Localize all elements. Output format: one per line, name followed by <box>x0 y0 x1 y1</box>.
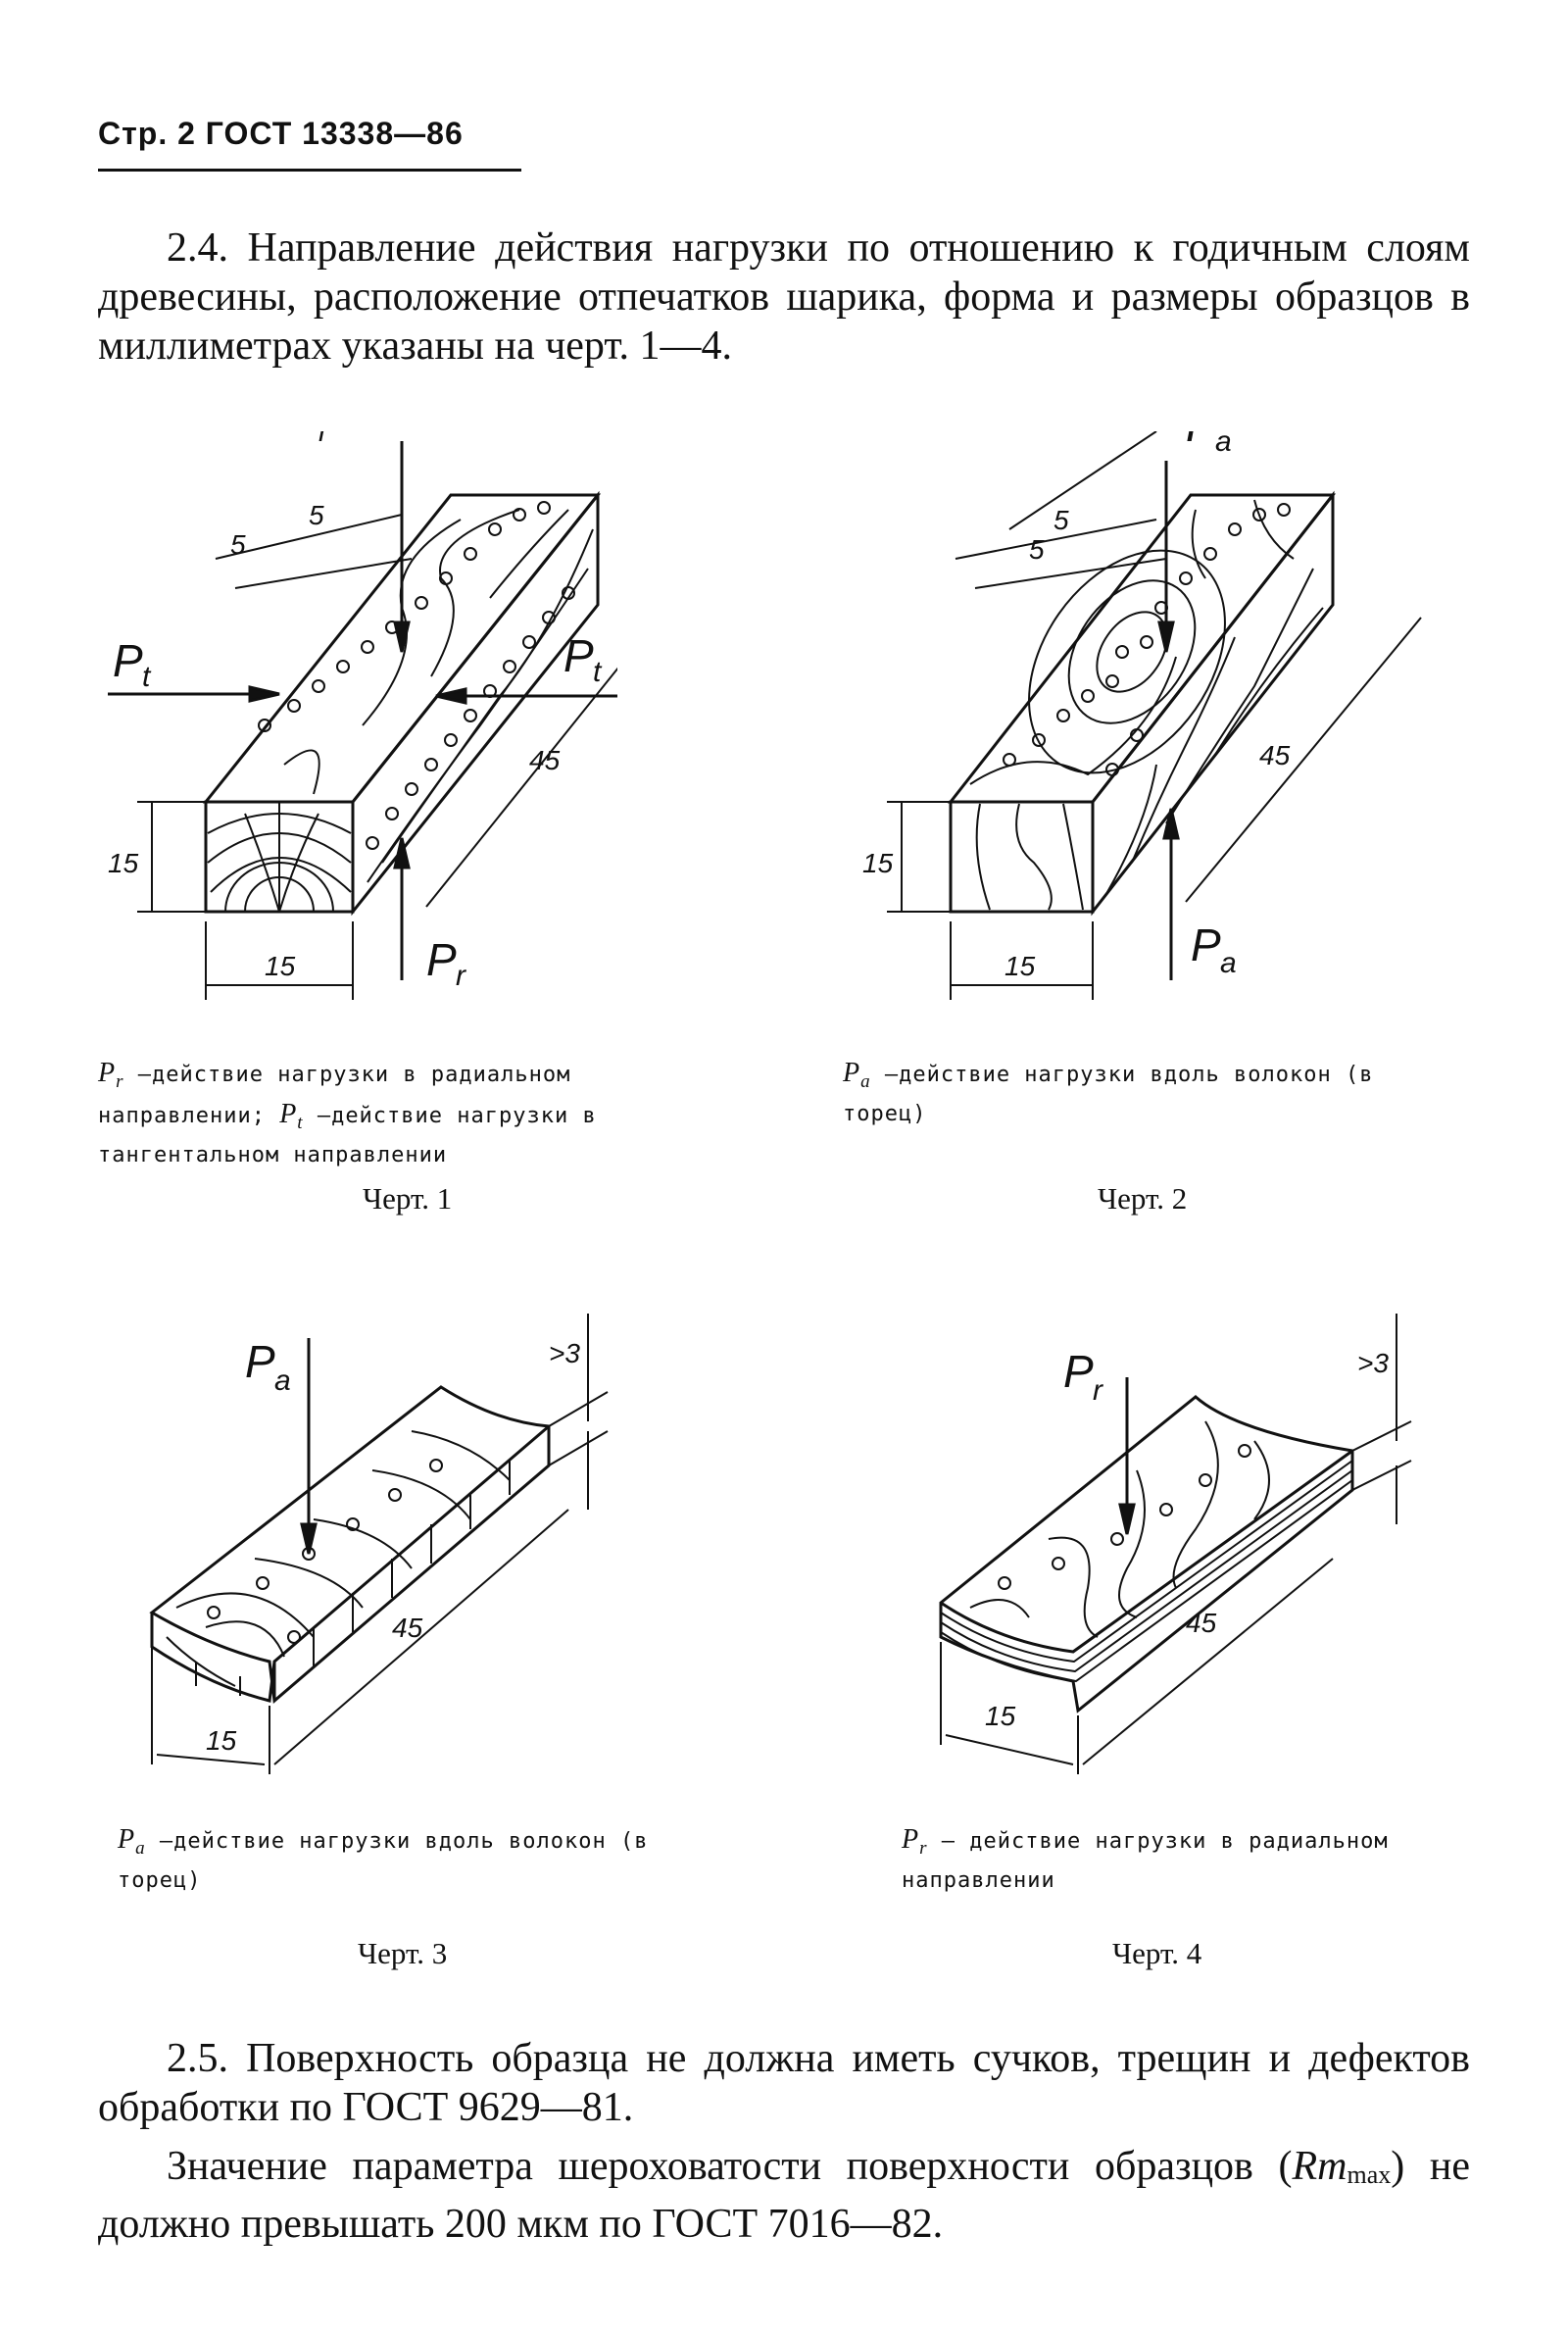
fig3-dimensions <box>151 1314 609 1774</box>
fig2-dimensions <box>887 431 1422 1000</box>
fig4-dim-width: 15 <box>985 1701 1016 1731</box>
figure-4-caption: Pr — действие нагрузки в радиальном напр… <box>902 1824 1389 1893</box>
fig3-front-edge <box>150 1613 276 1703</box>
fig4-arrows <box>1118 1377 1136 1535</box>
fig4-dim-length: 45 <box>1186 1608 1217 1638</box>
figure-1: P r P r P t P t 5 5 15 15 45 <box>108 431 617 1019</box>
paragraph-2-5-text: 2.5. Поверхность образца не должна иметь… <box>98 2036 1470 2130</box>
page-header: Стр. 2 ГОСТ 13338—86 <box>98 116 464 151</box>
fig4-layers <box>940 1460 1353 1683</box>
fig3-label-pa-sub: a <box>274 1365 291 1397</box>
fig1-label-pt-left-sub: t <box>142 661 152 693</box>
paragraph-2-4-text: 2.4. Направление действия нагрузки по от… <box>98 225 1470 369</box>
fig2-end-face <box>949 800 1095 914</box>
fig2-side-grain <box>1106 568 1324 893</box>
figure-3: P a >3 15 45 <box>118 1314 647 1804</box>
figure-3-caption: Pa —действие нагрузки вдоль волокон (в т… <box>118 1824 649 1893</box>
fig2-label-pa-bottom-sub: a <box>1220 947 1237 979</box>
fig1-dim-length: 45 <box>529 745 561 775</box>
fig2-dents <box>1003 503 1291 776</box>
fig1-dim-width: 15 <box>265 951 296 981</box>
fig1-dents <box>258 501 575 850</box>
fig3-arrows <box>300 1338 318 1555</box>
fig1-dim-b: 5 <box>309 500 324 530</box>
fig1-label-pr-bottom: P <box>426 934 457 985</box>
header-rule <box>98 169 521 172</box>
fig1-side-face <box>351 490 600 917</box>
figure-4: P r >3 15 45 <box>902 1314 1431 1804</box>
figure-1-caption: Pr —действие нагрузки в радиальном напра… <box>98 1058 597 1167</box>
rm-symbol: Rm <box>1292 2144 1348 2189</box>
fig1-label-pt-right: P <box>564 630 594 681</box>
figure-3-drawing: P a >3 15 45 <box>149 1314 609 1774</box>
fig1-dimensions <box>137 514 617 1000</box>
figure-2-drawing: P a P a 5 5 15 15 45 <box>862 431 1422 1000</box>
figure-2-number: Черт. 2 <box>1098 1181 1188 1216</box>
paragraph-roughness: Значение параметра шероховатости поверхн… <box>98 2144 1470 2247</box>
figure-4-number: Черт. 4 <box>1112 1936 1202 1970</box>
fig2-end-grain <box>975 803 1084 911</box>
rm-subscript: max <box>1347 2160 1392 2189</box>
fig2-dim-b: 5 <box>1054 505 1069 535</box>
fig4-label-pr-sub: r <box>1093 1374 1103 1407</box>
fig1-end-rings <box>207 802 352 913</box>
fig3-dim-thick: >3 <box>549 1338 580 1368</box>
fig2-label-pa-top: P <box>1186 431 1216 451</box>
figure-4-drawing: P r >3 15 45 <box>939 1314 1412 1774</box>
fig1-label-pr-top-sub: r <box>318 431 329 448</box>
fig2-label-pa-top-sub: a <box>1215 431 1232 458</box>
fig3-dents <box>207 1459 443 1644</box>
fig4-top-edge <box>940 1449 1353 1654</box>
fig4-grain <box>969 1420 1270 1638</box>
fig1-arrows <box>108 441 617 980</box>
figure-3-number: Черт. 3 <box>358 1936 448 1970</box>
fig2-dim-width: 15 <box>1004 951 1036 981</box>
fig1-label-pt-left: P <box>113 635 143 686</box>
fig4-label-pr: P <box>1063 1346 1094 1397</box>
fig2-dim-length: 45 <box>1259 740 1291 770</box>
fig4-dim-thick: >3 <box>1357 1348 1389 1378</box>
fig4-dents <box>998 1444 1251 1590</box>
figure-1-drawing: P r P r P t P t 5 5 15 15 45 <box>108 431 617 1000</box>
fig3-label-pa: P <box>245 1336 275 1387</box>
fig1-dim-height: 15 <box>108 848 139 878</box>
fig1-label-pt-right-sub: t <box>593 656 603 688</box>
fig1-label-pr-bottom-sub: r <box>456 960 466 992</box>
fig3-dim-length: 45 <box>392 1613 423 1643</box>
paragraph-2-4: 2.4. Направление действия нагрузки по от… <box>98 223 1470 371</box>
fig2-dim-height: 15 <box>862 848 894 878</box>
fig3-grain <box>166 1430 511 1687</box>
fig3-dim-width: 15 <box>206 1725 237 1756</box>
figure-2-caption: Pa —действие нагрузки вдоль волокон (в т… <box>843 1058 1374 1126</box>
fig3-edge-ticks <box>195 1461 511 1696</box>
paragraph-2-5: 2.5. Поверхность образца не должна иметь… <box>98 2034 1470 2132</box>
fig4-dimensions <box>940 1314 1412 1774</box>
fig2-label-pa-bottom: P <box>1191 919 1221 970</box>
figure-1-number: Черт. 1 <box>363 1181 453 1216</box>
figure-2: P a P a 5 5 15 15 45 <box>862 431 1431 1019</box>
fig2-side-face <box>1091 490 1335 917</box>
fig2-dim-a: 5 <box>1029 534 1045 565</box>
fig1-label-pr-top: P <box>289 431 319 439</box>
fig2-arrows <box>1157 461 1180 980</box>
fig1-dim-a: 5 <box>230 529 246 560</box>
fig3-top-face <box>149 1385 551 1704</box>
